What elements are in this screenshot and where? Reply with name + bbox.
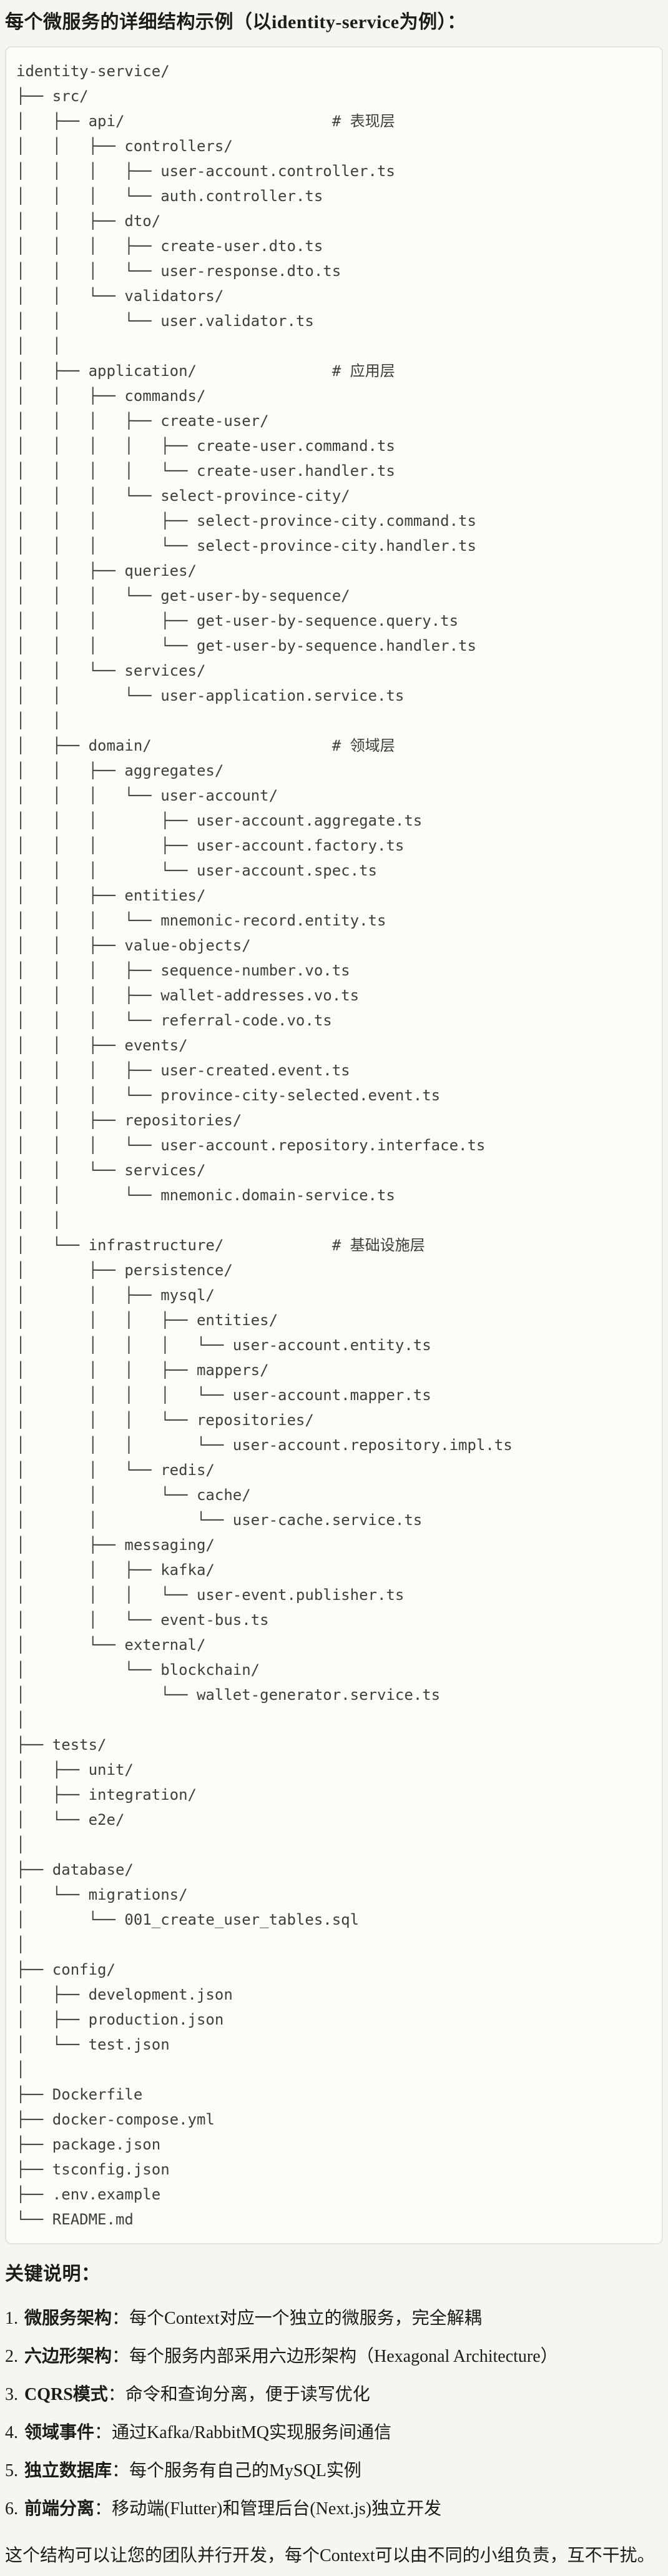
item-number: 2. xyxy=(5,2347,18,2366)
list-item: 2. 六边形架构：每个服务内部采用六边形架构（Hexagonal Architec… xyxy=(5,2342,663,2371)
item-number: 4. xyxy=(5,2423,18,2442)
page-title: 每个微服务的详细结构示例（以identity-service为例）： xyxy=(5,12,466,32)
item-text: ：每个Context对应一个独立的微服务，完全解耦 xyxy=(112,2309,482,2328)
item-text: ：每个服务内部采用六边形架构（Hexagonal Architecture） xyxy=(112,2347,558,2366)
item-label: 六边形架构 xyxy=(24,2347,112,2366)
item-label: 微服务架构 xyxy=(24,2309,112,2328)
item-label: CQRS模式 xyxy=(24,2385,108,2404)
directory-tree-text: identity-service/ ├── src/ │ ├── api/ # … xyxy=(16,62,513,2228)
item-text: ：每个服务有自己的MySQL实例 xyxy=(112,2461,361,2480)
summary-paragraph: 这个结构可以让您的团队并行开发，每个Context可以由不同的小组负责，互不干扰… xyxy=(5,2546,655,2565)
notes-heading: 关键说明： xyxy=(5,2264,101,2284)
item-text: ：命令和查询分离，便于读写优化 xyxy=(107,2385,370,2404)
list-item: 4. 领域事件：通过Kafka/RabbitMQ实现服务间通信 xyxy=(5,2419,663,2447)
item-text: ：通过Kafka/RabbitMQ实现服务间通信 xyxy=(94,2423,391,2442)
item-label: 前端分离 xyxy=(24,2499,95,2519)
item-number: 5. xyxy=(5,2461,18,2480)
item-text: ：移动端(Flutter)和管理后台(Next.js)独立开发 xyxy=(94,2499,442,2519)
list-item: 6. 前端分离：移动端(Flutter)和管理后台(Next.js)独立开发 xyxy=(5,2495,663,2523)
list-item: 5. 独立数据库：每个服务有自己的MySQL实例 xyxy=(5,2457,663,2485)
item-label: 独立数据库 xyxy=(24,2461,112,2480)
item-number: 1. xyxy=(5,2309,18,2328)
item-number: 3. xyxy=(5,2385,18,2404)
item-number: 6. xyxy=(5,2499,18,2519)
directory-tree-code-block: identity-service/ ├── src/ │ ├── api/ # … xyxy=(5,46,663,2244)
list-item: 1. 微服务架构：每个Context对应一个独立的微服务，完全解耦 xyxy=(5,2304,663,2332)
item-label: 领域事件 xyxy=(24,2423,95,2442)
notes-list: 1. 微服务架构：每个Context对应一个独立的微服务，完全解耦 2. 六边形架构… xyxy=(5,2304,663,2523)
list-item: 3. CQRS模式：命令和查询分离，便于读写优化 xyxy=(5,2381,663,2409)
